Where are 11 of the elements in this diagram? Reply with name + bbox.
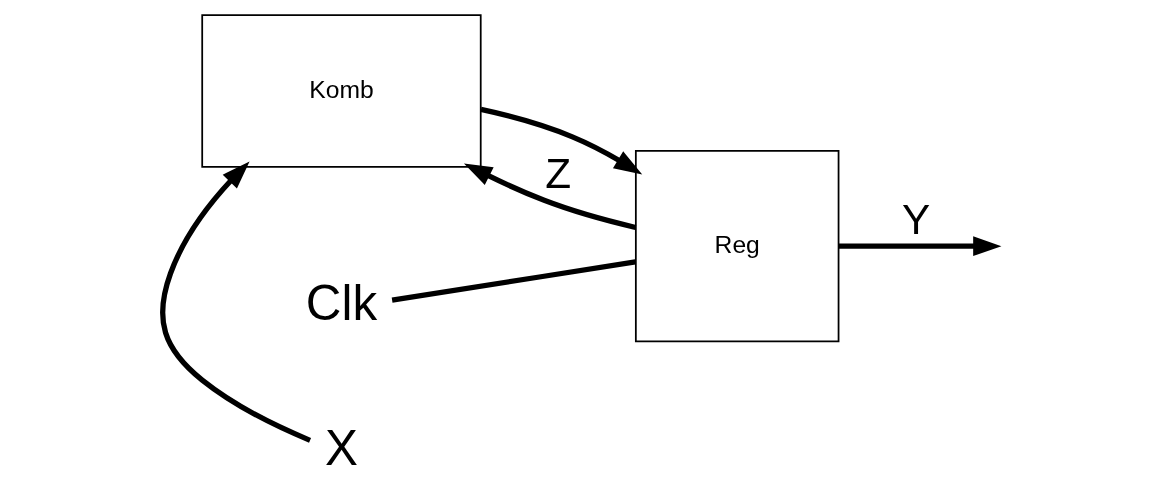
edge-label: Y [902,196,931,244]
node-text: Clk [305,275,378,331]
node-text: X [325,419,358,475]
arrow [838,236,1002,257]
arrow [463,163,637,231]
node-box: Komb [201,14,482,168]
arrow [160,161,312,443]
edge-label: Z [545,150,572,198]
arrow [480,106,643,175]
connector [391,259,636,303]
node-box: Reg [634,150,840,343]
